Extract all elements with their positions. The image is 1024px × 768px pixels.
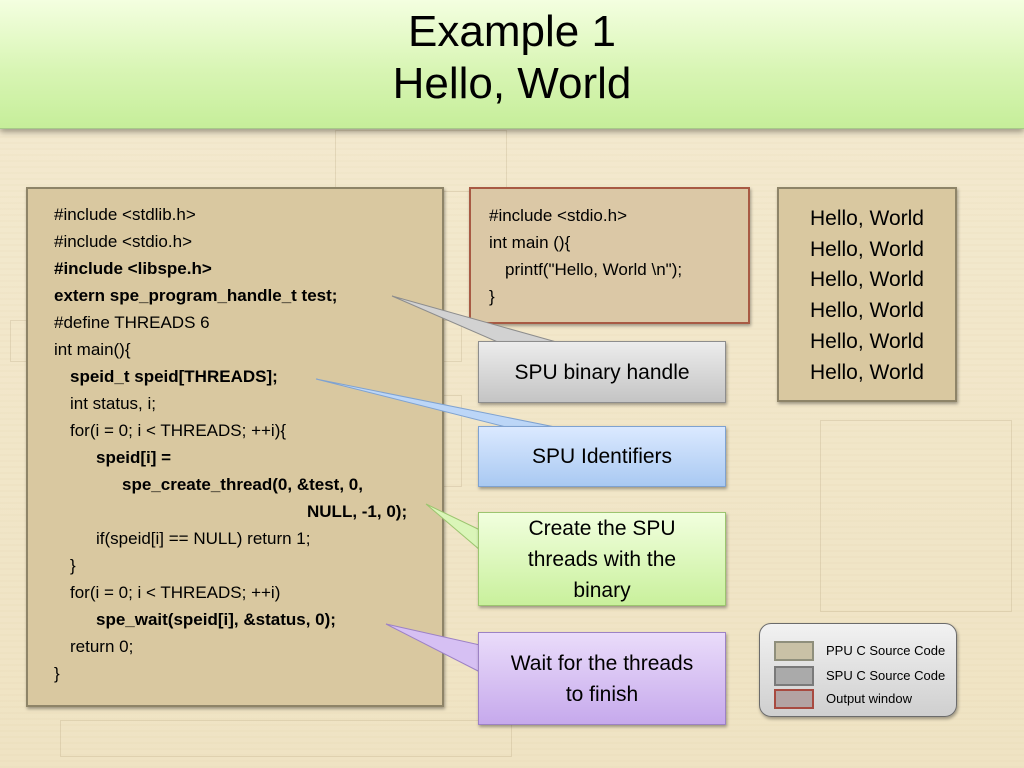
ppu-code-line: #include <stdio.h> xyxy=(54,232,192,251)
ppu-code-line: #include <stdlib.h> xyxy=(54,205,196,224)
legend-item-spu: SPU C Source Code xyxy=(774,664,945,687)
callout-create-text: Create the SPU xyxy=(528,516,676,540)
spu-source-code-box: #include <stdio.h> int main (){ printf("He… xyxy=(469,187,750,324)
output-line: Hello, World xyxy=(810,237,924,261)
ppu-code-line: speid_t speid[THREADS]; xyxy=(70,367,278,386)
legend-swatch-output xyxy=(774,688,814,709)
spu-code-line: } xyxy=(489,287,495,306)
background-diagram-box xyxy=(335,130,507,192)
ppu-source-code-box: #include <stdlib.h> #include <stdio.h> #in… xyxy=(26,187,444,707)
callout-create-threads: Create the SPU threads with the binary xyxy=(478,512,726,606)
ppu-code-line: #include <libspe.h> xyxy=(54,259,212,278)
ppu-code-line: for(i = 0; i < THREADS; ++i) xyxy=(70,583,281,602)
output-line: Hello, World xyxy=(810,268,924,292)
ppu-code-line: #define THREADS 6 xyxy=(54,313,210,332)
callout-spu-binary-handle: SPU binary handle xyxy=(478,341,726,403)
legend-label: PPU C Source Code xyxy=(826,643,946,658)
title-line-2: Hello, World xyxy=(392,59,632,108)
legend-swatch-spu xyxy=(774,665,814,686)
background-diagram-box xyxy=(820,420,1012,612)
spu-code-line: printf("Hello, World \n"); xyxy=(505,260,683,279)
callout-wait-threads: Wait for the threads to finish xyxy=(478,632,726,725)
output-line: Hello, World xyxy=(810,329,924,353)
ppu-code-line: NULL, -1, 0); xyxy=(307,502,408,521)
ppu-code-line: spe_wait(speid[i], &status, 0); xyxy=(96,610,336,629)
ppu-code-line: spe_create_thread(0, &test, 0, xyxy=(122,475,363,494)
callout-wait-text: to finish xyxy=(565,682,639,706)
output-line: Hello, World xyxy=(810,207,924,230)
legend-item-ppu: PPU C Source Code xyxy=(774,639,945,662)
callout-create-text: binary xyxy=(573,578,631,602)
callout-spu-identifiers: SPU Identifiers xyxy=(478,426,726,487)
background-diagram-box xyxy=(60,720,512,757)
ppu-code-line: } xyxy=(54,664,60,683)
ppu-code-line: int main(){ xyxy=(54,340,131,359)
ppu-code-line: extern spe_program_handle_t test; xyxy=(54,286,338,305)
legend-label: Output window xyxy=(826,691,912,706)
title-line-1: Example 1 xyxy=(408,7,616,56)
ppu-code-line: for(i = 0; i < THREADS; ++i){ xyxy=(70,421,287,440)
spu-code-line: #include <stdio.h> xyxy=(489,206,627,225)
callout-binary-handle-text: SPU binary handle xyxy=(514,360,690,384)
ppu-code-line: speid[i] = xyxy=(96,448,172,467)
legend-swatch-ppu xyxy=(774,640,814,661)
color-legend: PPU C Source Code SPU C Source Code Outp… xyxy=(759,623,957,717)
spu-code-line: int main (){ xyxy=(489,233,571,252)
output-line: Hello, World xyxy=(810,299,924,323)
ppu-code-line: if(speid[i] == NULL) return 1; xyxy=(96,529,311,548)
ppu-code-line: int status, i; xyxy=(70,394,156,413)
output-window: Hello, World Hello, World Hello, World H… xyxy=(777,187,957,402)
output-line: Hello, World xyxy=(810,360,924,384)
ppu-code-line: } xyxy=(70,556,76,575)
ppu-code-line: return 0; xyxy=(70,637,134,656)
callout-identifiers-text: SPU Identifiers xyxy=(531,445,673,468)
callout-create-text: threads with the xyxy=(527,547,677,571)
legend-label: SPU C Source Code xyxy=(826,668,946,683)
callout-wait-text: Wait for the threads xyxy=(510,651,694,675)
slide-title: Example 1 Hello, World xyxy=(0,0,1024,129)
legend-item-output: Output window xyxy=(774,687,912,710)
